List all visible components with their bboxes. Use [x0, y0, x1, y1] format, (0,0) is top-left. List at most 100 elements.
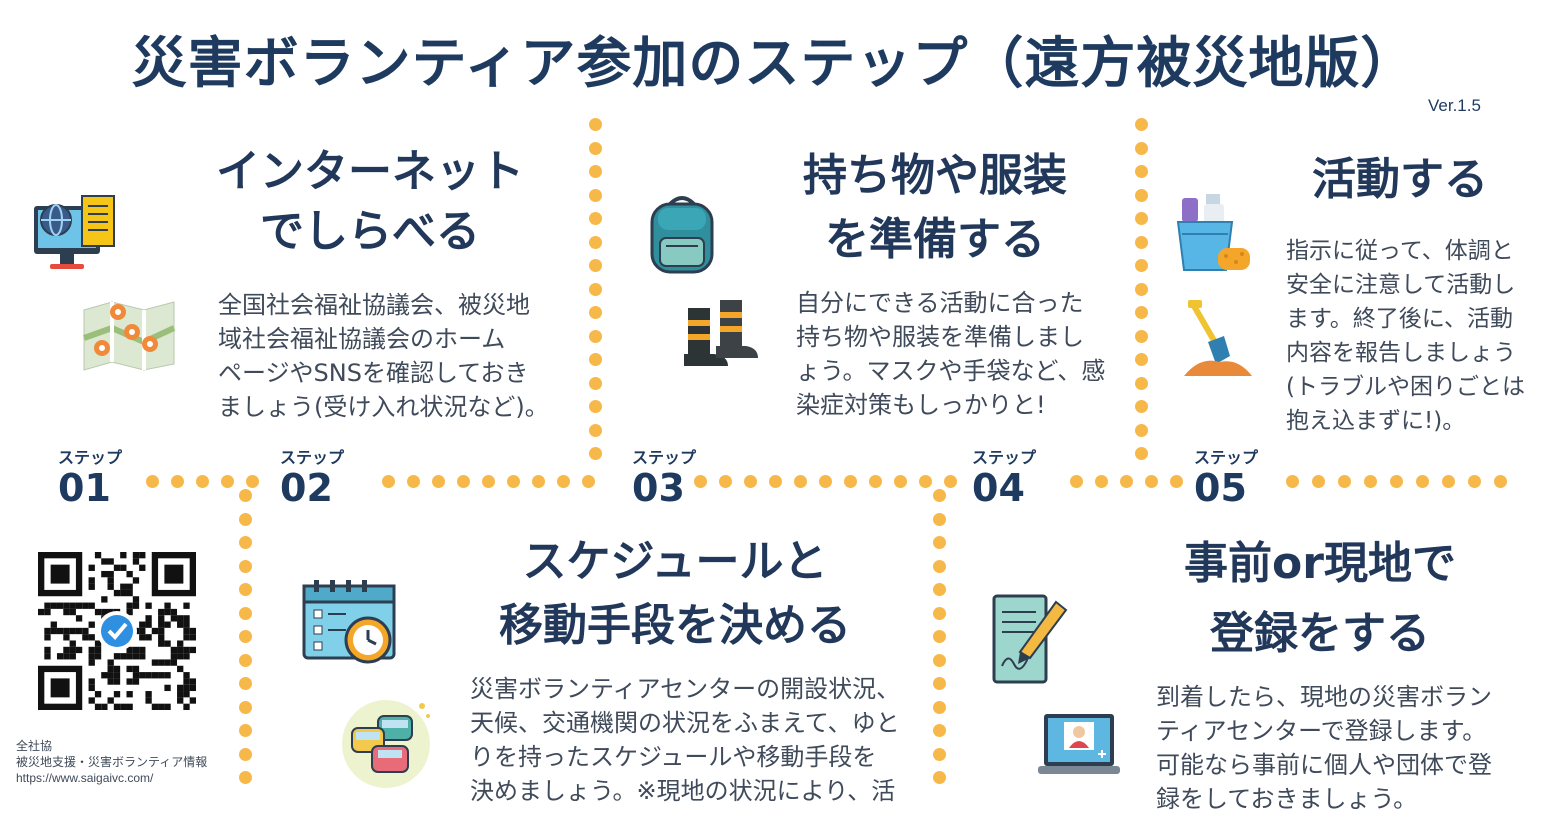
step-04-heading: 事前or現地で 登録をする — [1120, 534, 1520, 664]
step-05-marker: ステップ 05 — [1194, 444, 1258, 508]
divider-dot — [246, 475, 259, 488]
version-label: Ver.1.5 — [1428, 96, 1481, 115]
divider-dot — [1120, 475, 1133, 488]
divider-dot — [239, 559, 252, 573]
divider-dot — [1135, 118, 1148, 131]
step-label: ステップ — [1194, 448, 1259, 467]
divider-dot — [933, 536, 946, 549]
divider-dot — [744, 475, 757, 488]
divider-dot — [1135, 353, 1148, 366]
divider-dot — [1135, 165, 1148, 178]
step-02-body-line: りを持ったスケジュールや移動手段を — [470, 743, 877, 771]
divider-dot — [1468, 475, 1481, 488]
qr-caption-line: 被災地支援・災害ボランティア情報 — [16, 755, 208, 769]
step-02-heading-line1: スケジュールと — [522, 536, 828, 587]
computer-globe-icon — [34, 195, 115, 269]
divider-dot — [221, 475, 234, 488]
divider-dot — [933, 489, 946, 502]
step-03-heading: 持ち物や服装 を準備する — [740, 146, 1130, 270]
divider-dot — [239, 771, 252, 784]
divider-dot — [1135, 447, 1148, 460]
qr-caption-link[interactable]: https://www.saigaivc.com/ — [16, 771, 154, 785]
divider-dot — [532, 475, 545, 488]
step-01-heading-line2: でしらべる — [260, 206, 480, 257]
divider-dot — [582, 475, 595, 488]
divider-dot — [933, 559, 946, 573]
divider-dot — [1390, 475, 1403, 488]
step-03-body-line: 持ち物や服装を準備しまし — [796, 323, 1084, 351]
divider-dot — [239, 489, 252, 502]
divider-dot — [869, 475, 882, 488]
step-01-body-line: 全国社会福祉協議会、被災地 — [218, 291, 530, 319]
step-02-heading: スケジュールと 移動手段を決める — [470, 532, 880, 656]
divider-dot — [239, 512, 252, 526]
step-01-marker: ステップ 01 — [58, 444, 122, 508]
divider-dot — [1135, 423, 1148, 437]
step-05-body-line: 指示に従って、体調と — [1286, 238, 1514, 264]
step-04-body: 到着したら、現地の災害ボラン ティアセンターで登録します。 可能なら事前に個人や… — [1156, 680, 1536, 816]
divider-dot — [933, 583, 946, 596]
laptop-user-icon — [1038, 714, 1120, 774]
step-04-marker: ステップ 04 — [972, 444, 1036, 508]
step-03-heading-line1: 持ち物や服装 — [803, 150, 1067, 201]
divider-dot — [589, 235, 602, 249]
divider-dot — [482, 475, 495, 488]
divider-dot — [919, 475, 932, 488]
step-02-body: 災害ボランティアセンターの開設状況、 天候、交通機関の状況をふまえて、ゆと りを… — [470, 672, 910, 808]
divider-dot — [1135, 376, 1148, 390]
step-05-body-line: 抱え込まずに!)。 — [1286, 408, 1466, 434]
divider-dot — [146, 475, 159, 488]
divider-dot — [1135, 282, 1148, 296]
boots-icon — [684, 300, 758, 366]
divider-dot — [1312, 475, 1325, 488]
calendar-clock-icon — [302, 580, 396, 664]
divider-dot — [239, 677, 252, 690]
qr-code-icon[interactable] — [38, 552, 196, 710]
step-03-body: 自分にできる活動に合った 持ち物や服装を準備しまし ょう。マスクや手袋など、感 … — [796, 286, 1126, 422]
divider-dot — [1135, 306, 1148, 319]
step-03-body-line: 自分にできる活動に合った — [796, 289, 1084, 317]
divider-dot — [507, 475, 520, 488]
qr-caption: 全社協 被災地支援・災害ボランティア情報 https://www.saigaiv… — [16, 738, 236, 786]
step-01-body: 全国社会福祉協議会、被災地 域社会福祉協議会のホーム ページやSNSを確認してお… — [218, 288, 578, 424]
divider-dot — [239, 747, 252, 761]
divider-dot — [1338, 475, 1351, 488]
divider-dot — [589, 423, 602, 437]
divider-dot — [1442, 475, 1455, 488]
divider-dot — [1095, 475, 1108, 488]
divider-dot — [457, 475, 470, 488]
clipboard-pen-icon — [992, 594, 1068, 684]
divider-dot — [1070, 475, 1083, 488]
divider-dot — [589, 188, 602, 202]
step-03-body-line: ょう。マスクや手袋など、感 — [796, 357, 1106, 385]
divider-dot — [933, 747, 946, 761]
divider-dot — [1135, 212, 1148, 225]
divider-dot — [171, 475, 184, 488]
map-pins-icon — [82, 301, 176, 371]
step-04-body-line: 録をしておきましょう。 — [1156, 785, 1418, 813]
divider-dot — [1135, 259, 1148, 272]
divider-dot — [719, 475, 732, 488]
divider-dot — [933, 653, 946, 667]
divider-dot — [589, 165, 602, 178]
divider-dot — [694, 475, 707, 488]
divider-dot — [1286, 475, 1299, 488]
step-04-heading-line1: 事前or現地で — [1184, 538, 1456, 589]
step-01-heading: インターネット でしらべる — [180, 142, 560, 262]
divider-dot — [589, 376, 602, 390]
step-05-body-line: 安全に注意して活動し — [1286, 272, 1516, 298]
step-03-heading-line2: を準備する — [825, 214, 1045, 265]
step-05-body-line: (トラブルや困りごとは — [1286, 374, 1525, 400]
divider-dot — [1170, 475, 1183, 488]
step-01-body-line: ページやSNSを確認しておき — [218, 359, 529, 387]
divider-dot — [239, 606, 252, 620]
step-number: 04 — [972, 466, 1025, 510]
step-label: ステップ — [632, 448, 697, 467]
step-02-body-line: 災害ボランティアセンターの開設状況、 — [470, 675, 901, 703]
divider-dot — [589, 212, 602, 225]
divider-dot — [589, 353, 602, 366]
divider-dot — [589, 329, 602, 343]
qr-caption-line: 全社協 — [16, 739, 53, 753]
step-03-marker: ステップ 03 — [632, 444, 696, 508]
page-title: 災害ボランティア参加のステップ（遠方被災地版） — [131, 31, 1417, 95]
